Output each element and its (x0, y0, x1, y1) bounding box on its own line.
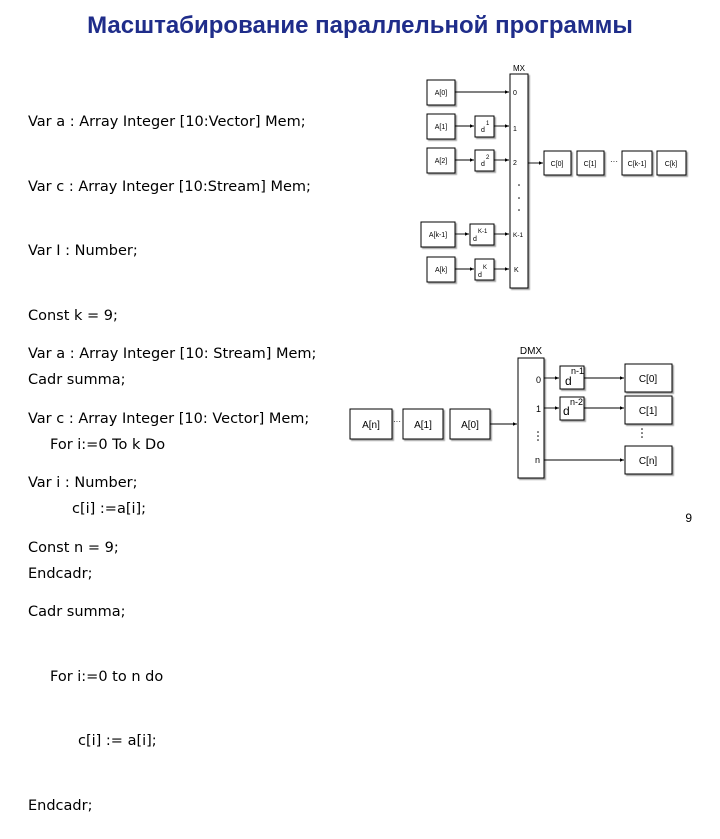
input-box (426, 256, 456, 283)
port-label: 0 (513, 90, 517, 97)
code-line: Const n = 9; (28, 539, 119, 556)
delay-base: d (481, 161, 485, 168)
delay-box (474, 149, 495, 172)
output-box (624, 363, 673, 393)
code-line: c[i] :=a[i]; (72, 501, 147, 517)
diagrams-canvas: MX 0 1 2 K-1 K A[0] A[1] A[2] A[k-1] A[k… (349, 64, 687, 479)
port-label: n (535, 455, 540, 465)
page-number: 9 (685, 511, 692, 525)
delay-base: d (563, 404, 570, 418)
code-line: Var a : Array Integer [10: Stream] Mem; (28, 346, 317, 362)
vertical-dots (641, 428, 643, 438)
delay-base: d (473, 236, 477, 243)
delay-exponent: K-1 (478, 229, 488, 235)
output-box (576, 150, 605, 176)
input-label: A[0] (461, 420, 479, 431)
input-box (349, 408, 393, 440)
diagram-mx: MX 0 1 2 K-1 K A[0] A[1] A[2] A[k-1] A[k… (420, 64, 687, 289)
input-box (426, 79, 456, 106)
ellipsis: ··· (393, 417, 401, 426)
input-label: A[1] (435, 124, 448, 131)
code-line: Var a : Array Integer [10:Vector] Mem; (28, 114, 306, 130)
ellipsis: ··· (610, 157, 618, 166)
code-line: Cadr summa; (28, 372, 126, 388)
diagram-dmx: A[n] ··· A[1] A[0] DMX 0 1 n d n-1 d n-2 (349, 346, 673, 479)
delay-box (559, 396, 585, 421)
output-label: C[1] (584, 161, 597, 168)
input-box (420, 221, 456, 248)
input-box (449, 408, 491, 440)
code-line: For i:=0 to n do (50, 668, 164, 685)
slide-title: Масштабирование параллельной программы (87, 12, 633, 39)
port-label: K (514, 267, 519, 274)
code-line: For i:=0 To k Do (50, 436, 166, 453)
code-line: Var i : Number; (28, 475, 138, 491)
delay-exponent: K (483, 265, 487, 271)
output-box (656, 150, 687, 176)
port-label: 1 (536, 404, 541, 414)
delay-box (474, 115, 495, 138)
output-label: C[n] (639, 456, 658, 467)
delay-exponent: 2 (486, 155, 490, 161)
code-line: Endcadr; (28, 797, 93, 814)
delay-box (469, 223, 495, 246)
input-label: A[k] (435, 267, 447, 274)
port-label: 1 (513, 126, 517, 133)
delay-exponent: n-1 (571, 366, 584, 376)
delay-exponent: n-2 (570, 397, 583, 407)
delay-exponent: 1 (486, 121, 490, 127)
code-line: c[i] := a[i]; (78, 733, 157, 749)
input-box (426, 147, 456, 174)
output-label: C[0] (639, 374, 658, 385)
input-label: A[2] (435, 158, 448, 165)
delay-base: d (565, 374, 572, 388)
delay-base: d (478, 272, 482, 279)
mux-label: DMX (520, 346, 543, 357)
input-label: A[n] (362, 420, 380, 431)
port-label: K-1 (513, 232, 524, 239)
connector-arrows (455, 90, 543, 271)
connector-arrows (544, 376, 624, 462)
code-line: Var c : Array Integer [10:Stream] Mem; (28, 178, 311, 195)
input-label: A[0] (435, 90, 448, 97)
delay-base: d (481, 127, 485, 134)
code-line: Const k = 9; (28, 307, 118, 324)
input-box (402, 408, 444, 440)
delay-box (559, 365, 585, 390)
output-label: C[0] (551, 161, 564, 168)
vertical-dots (537, 431, 539, 441)
code-line: Var c : Array Integer [10: Vector] Mem; (28, 410, 310, 427)
input-label: A[1] (414, 420, 432, 431)
output-box (624, 445, 673, 475)
output-box (543, 150, 572, 176)
port-label: 0 (536, 375, 541, 385)
output-box (624, 395, 673, 425)
input-label: A[k-1] (429, 232, 447, 239)
delay-box (474, 258, 495, 281)
output-label: C[k] (665, 161, 678, 168)
code-line: Var I : Number; (28, 243, 138, 259)
mux-block (509, 73, 529, 289)
mux-label: MX (513, 64, 526, 73)
port-label: 2 (513, 160, 517, 167)
input-box (426, 113, 456, 140)
vertical-dots (518, 184, 520, 211)
output-box (621, 150, 653, 176)
output-label: C[1] (639, 406, 658, 417)
code-line: Cadr summa; (28, 604, 126, 620)
mux-block (517, 357, 545, 479)
output-label: C[k-1] (628, 161, 647, 168)
